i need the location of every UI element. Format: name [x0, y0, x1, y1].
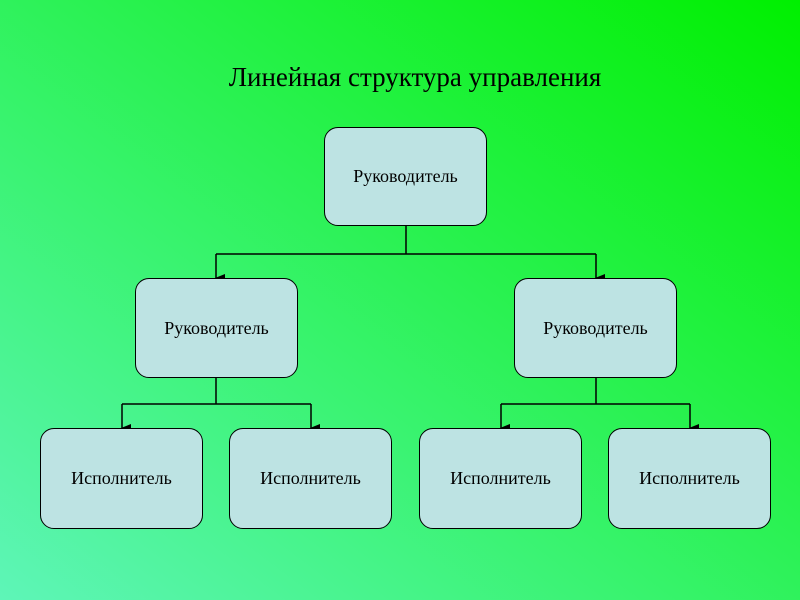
right-manager-box: Руководитель	[514, 278, 677, 378]
executor-label-1: Исполнитель	[71, 468, 172, 488]
diagram-title: Линейная структура управления	[228, 62, 602, 92]
executor-box-3: Исполнитель	[419, 428, 582, 529]
executor-box-2: Исполнитель	[229, 428, 392, 529]
root-manager-box: Руководитель	[324, 127, 487, 226]
executor-box-1: Исполнитель	[40, 428, 203, 529]
right-manager-label: Руководитель	[543, 317, 648, 338]
executor-box-4: Исполнитель	[608, 428, 771, 529]
left-manager-box: Руководитель	[135, 278, 298, 378]
executor-label-2: Исполнитель	[260, 468, 361, 488]
root-manager-label: Руководитель	[353, 166, 458, 186]
left-manager-label: Руководитель	[164, 317, 269, 338]
executor-label-3: Исполнитель	[450, 468, 551, 488]
executor-label-4: Исполнитель	[639, 468, 740, 488]
